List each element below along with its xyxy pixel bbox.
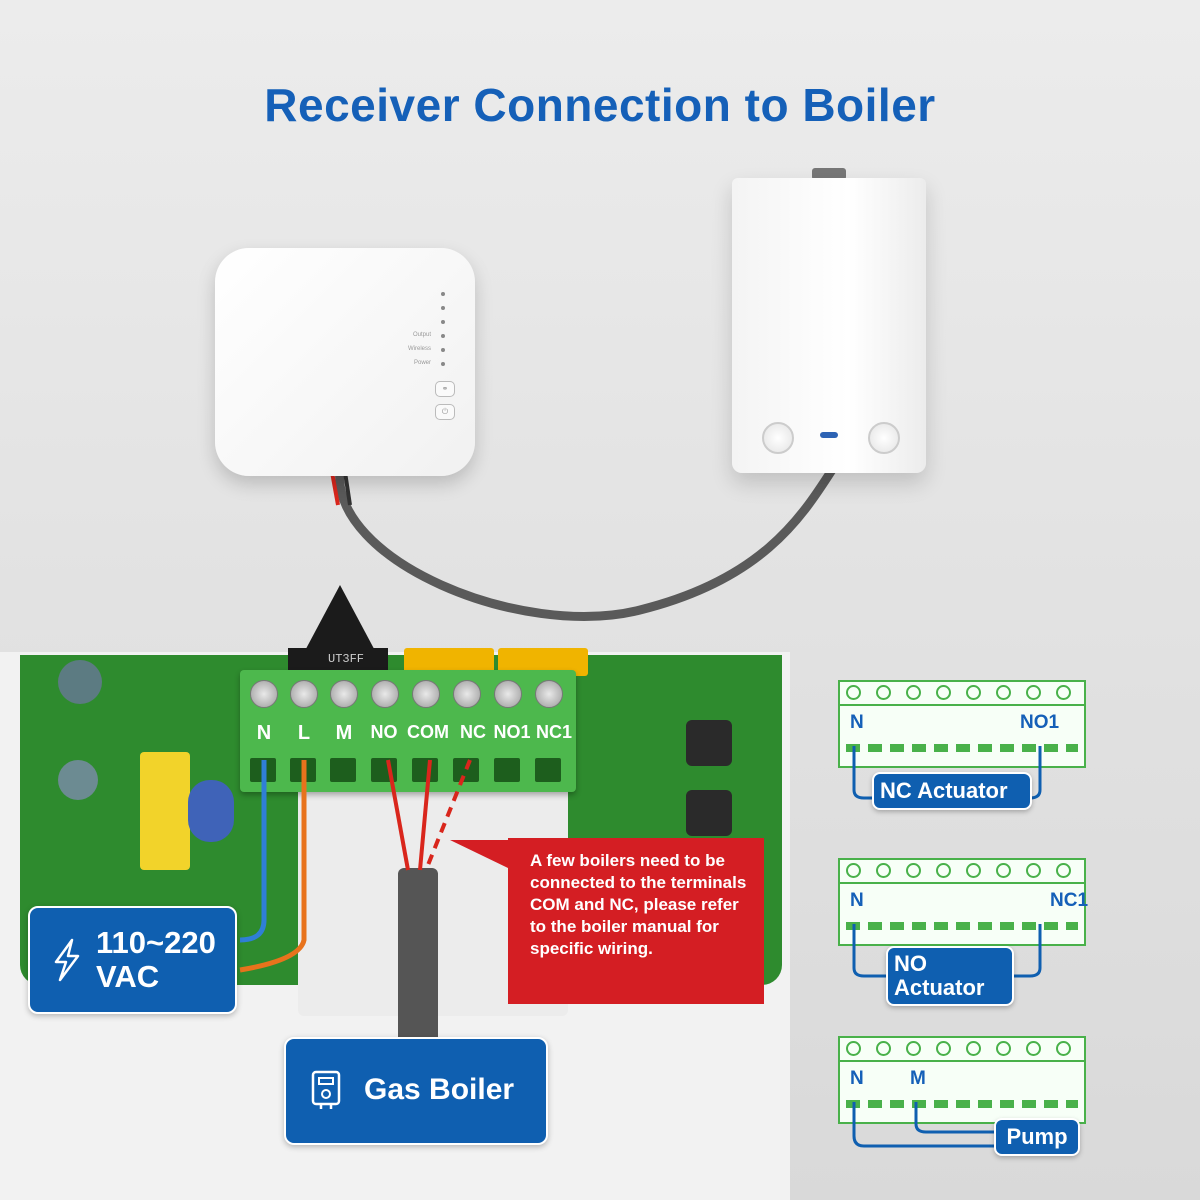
voltage-text: 110~220 VAC (96, 926, 216, 994)
terminal-slot (453, 758, 479, 782)
terminal-screw (494, 680, 522, 708)
voltage-unit: VAC (96, 959, 160, 994)
terminal-screw (330, 680, 358, 708)
terminal-screw (453, 680, 481, 708)
terminal-label-com: COM (407, 722, 449, 742)
led-indicator (441, 320, 445, 324)
diagram-label-right: NO1 (1020, 712, 1060, 733)
power-supply-label: 110~220 VAC (28, 906, 237, 1014)
diagram-label-right: M (910, 1068, 926, 1089)
terminal-slot (330, 758, 356, 782)
boiler-knob-right (868, 422, 900, 454)
strip-screws (840, 860, 1084, 884)
pump-box: Pump (994, 1118, 1080, 1156)
receiver-unit: Output Wireless Power ⚭ ⏻ (215, 248, 475, 476)
boiler-indicator (820, 432, 838, 438)
terminal-screw (412, 680, 440, 708)
lightning-icon (54, 938, 80, 982)
boiler-icon (311, 1070, 341, 1109)
terminal-label-nc1: NC1 (535, 722, 572, 742)
led-label-power: Power (413, 360, 431, 366)
red-wire (386, 759, 410, 871)
pointer-arrow (300, 585, 380, 660)
terminal-label-no: NO (370, 722, 398, 742)
diagram-label-right: NC1 (1050, 890, 1089, 911)
page-title: Receiver Connection to Boiler (264, 79, 936, 131)
terminal-label-m: M (335, 722, 353, 744)
blue-wire (239, 760, 267, 943)
boiler-flue (812, 168, 846, 180)
terminal-slot (535, 758, 561, 782)
terminal-label-no1: NO1 (493, 722, 531, 742)
boiler-knob-left (762, 422, 794, 454)
terminal-label-n: N (256, 722, 272, 744)
diagram-label-left: N (850, 712, 864, 733)
led-label-output: Output (412, 332, 431, 338)
diagram-pump: N M Pump (838, 1036, 1086, 1166)
terminal-slot (412, 758, 438, 782)
chip-label: UT3FF (328, 652, 365, 666)
led-indicator (441, 348, 445, 352)
no-actuator-line2: Actuator (894, 975, 985, 1000)
terminal-screw (250, 680, 278, 708)
terminal-label-l: L (297, 722, 311, 744)
button-switch (686, 790, 732, 836)
terminal-strip: N M (838, 1036, 1086, 1124)
strip-screws (840, 682, 1084, 706)
strip-slots (846, 744, 1078, 752)
pair-button: ⚭ (435, 381, 455, 397)
strip-screws (840, 1038, 1084, 1062)
terminal-label-nc: NC (460, 722, 486, 742)
button-switch (686, 720, 732, 766)
voltage-range: 110~220 (96, 925, 216, 960)
diagram-wires (852, 1102, 996, 1148)
strip-slots (846, 922, 1078, 930)
receiver-boiler-cable (300, 465, 837, 660)
power-button: ⏻ (435, 404, 455, 420)
led-indicator (441, 292, 445, 296)
diagram-wires (852, 924, 1042, 978)
capacitor (58, 660, 102, 704)
callout-pointer (450, 840, 512, 870)
led-indicator (441, 306, 445, 310)
varistor (188, 780, 234, 842)
no-actuator-box: NO Actuator (886, 946, 1014, 1006)
red-wire-dashed (424, 759, 472, 871)
diagram-no-actuator: N NC1 NO Actuator (838, 858, 1089, 1008)
terminal-screw (290, 680, 318, 708)
terminal-strip: N NC1 (838, 858, 1089, 946)
diagram-label-left: N (850, 890, 864, 911)
nc-actuator-box: NC Actuator (872, 772, 1032, 810)
capacitor (58, 760, 98, 800)
led-indicator (441, 362, 445, 366)
strip-slots (846, 1100, 1078, 1108)
led-label-wireless: Wireless (407, 346, 431, 352)
no-actuator-line1: NO (894, 951, 927, 976)
boiler-unit (732, 178, 926, 473)
wiring-note: A few boilers need to be connected to th… (508, 838, 764, 1004)
terminal-strip: N NO1 (838, 680, 1086, 768)
terminal-screw (535, 680, 563, 708)
red-wire (418, 759, 432, 871)
terminal-slot (494, 758, 520, 782)
terminal-screw (371, 680, 399, 708)
diagram-label-left: N (850, 1068, 864, 1089)
gas-boiler-label: Gas Boiler (284, 1037, 548, 1145)
led-indicator (441, 334, 445, 338)
ic-chip: UT3FF (288, 648, 388, 674)
diagram-nc-actuator: N NO1 NC Actuator (838, 680, 1086, 820)
terminal-block: N L M NO COM NC NO1 NC1 (240, 670, 576, 792)
capacitor (140, 752, 190, 870)
gas-boiler-text: Gas Boiler (364, 1073, 515, 1106)
orange-wire (239, 760, 307, 973)
